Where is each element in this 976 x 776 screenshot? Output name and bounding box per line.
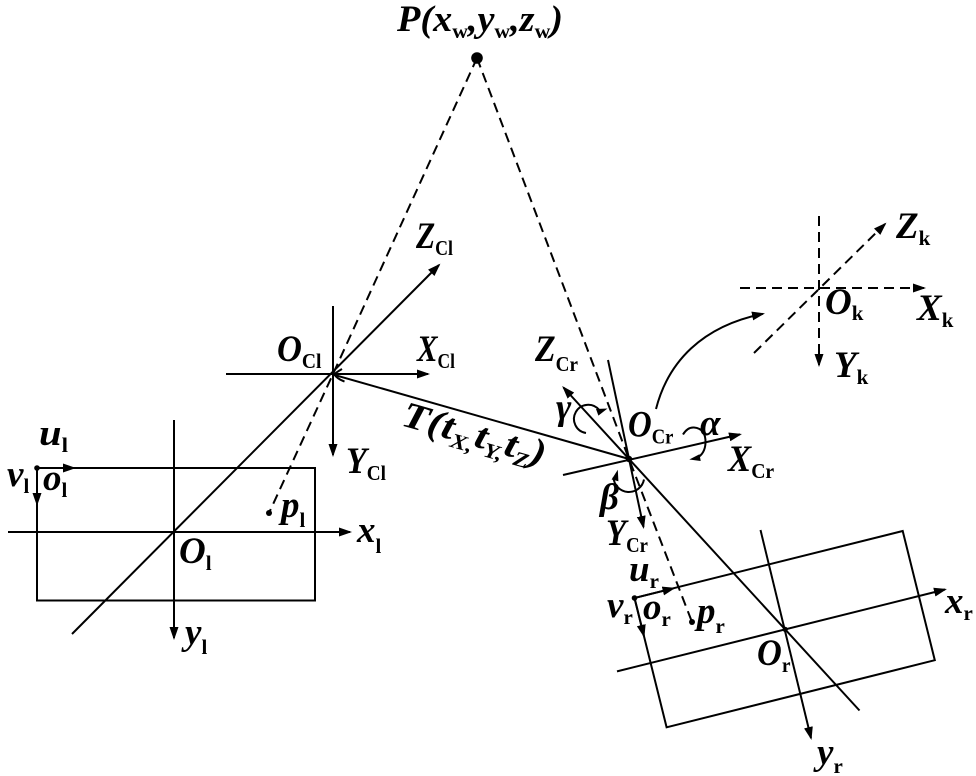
svg-text:xl: xl [356, 510, 382, 558]
svg-text:OCl: OCl [277, 329, 322, 373]
svg-text:Ol: Ol [179, 531, 212, 575]
svg-text:vr: vr [607, 585, 633, 629]
svg-text:γ: γ [556, 387, 572, 428]
svg-text:α: α [700, 403, 721, 444]
svg-text:XCl: XCl [416, 329, 455, 373]
svg-text:β: β [598, 477, 619, 518]
svg-text:ZCr: ZCr [534, 329, 578, 376]
svg-text:pl: pl [278, 485, 306, 532]
svg-text:ul: ul [39, 413, 68, 457]
svg-text:YCl: YCl [346, 441, 386, 485]
svg-text:OCr: OCr [628, 405, 673, 449]
svg-text:ZCl: ZCl [415, 216, 453, 260]
svg-text:Or: Or [757, 633, 791, 677]
svg-text:yl: yl [181, 612, 207, 659]
svg-text:Zk: Zk [895, 206, 931, 250]
svg-text:Xk: Xk [916, 288, 954, 332]
svg-text:xr: xr [944, 581, 973, 625]
svg-text:pr: pr [694, 591, 725, 638]
svg-text:Yk: Yk [834, 345, 869, 389]
svg-text:vl: vl [7, 454, 29, 498]
svg-text:ol: ol [43, 458, 68, 502]
svg-text:yr: yr [813, 732, 843, 776]
svg-text:P(xw,yw,zw): P(xw,yw,zw) [396, 0, 563, 43]
svg-text:or: or [643, 587, 671, 631]
svg-text:T(tX,tY,tZ): T(tX,tY,tZ) [397, 394, 551, 477]
svg-text:XCr: XCr [727, 439, 774, 483]
